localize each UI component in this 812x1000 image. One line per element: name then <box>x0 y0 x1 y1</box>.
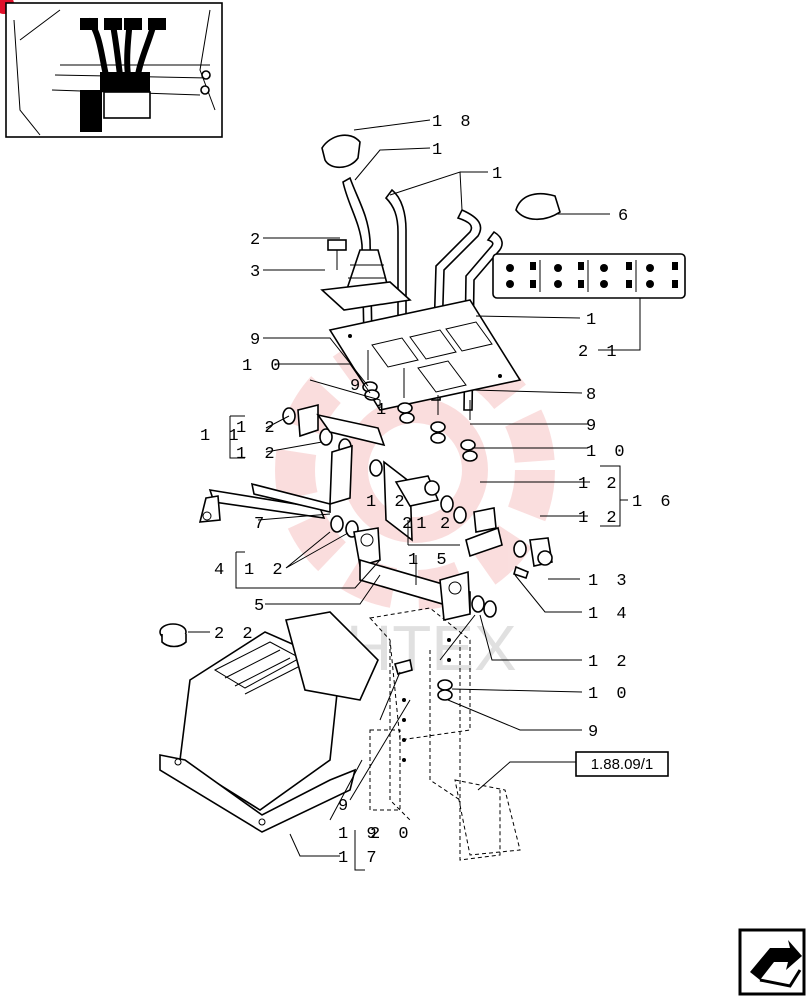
callout-label: 3 <box>250 263 264 282</box>
callout-label: 1 0 <box>586 443 629 462</box>
reference-box[interactable]: 1.88.09/1 <box>575 751 669 777</box>
callout-label: 2 <box>250 231 264 250</box>
boot-assembly <box>320 239 412 311</box>
callout-label: 1 8 <box>432 113 475 132</box>
callout-label: 1 2 <box>588 653 631 672</box>
bolt-19 <box>379 659 413 721</box>
callout-label: 1 6 <box>632 493 675 512</box>
callout-label: 1 <box>492 165 506 184</box>
lower-bracket <box>353 527 471 621</box>
callout-label: 9 <box>250 331 264 350</box>
lever-cover <box>159 611 379 833</box>
callout-label: 9 <box>350 377 364 396</box>
callout-label: 2 1 <box>578 343 621 362</box>
cap-22 <box>159 623 187 648</box>
callout-label: 9 <box>588 723 602 742</box>
callout-label: 1 1 <box>200 427 243 446</box>
callout-label: 1 2 <box>578 509 621 528</box>
washer-set <box>362 381 478 462</box>
callout-labels: 1 8 1 1 6 2 3 1 2 1 9 1 0 8 9 1 0 9 1 1 … <box>200 113 675 868</box>
callout-label: 9 <box>338 797 352 816</box>
callout-label: 2 <box>440 515 454 534</box>
callout-label: 1 5 <box>408 551 451 570</box>
callout-label: 1 3 <box>588 572 631 591</box>
callout-label: 4 <box>214 561 228 580</box>
callout-label: 6 <box>618 207 632 226</box>
callout-label: 1 2 <box>236 445 279 464</box>
callout-label: 1 <box>432 141 446 160</box>
callout-label: 21 <box>402 515 430 534</box>
next-page-arrow-icon[interactable] <box>738 928 806 996</box>
lever-knob-18 <box>321 134 361 169</box>
cab-thumbnail <box>5 2 223 138</box>
callout-label: 1 2 <box>578 475 621 494</box>
function-decal <box>492 253 686 299</box>
bolt-set <box>367 350 471 420</box>
callout-label: 1 7 <box>338 849 381 868</box>
callout-label: 1 4 <box>588 605 631 624</box>
crank-levers <box>198 403 553 580</box>
callout-label: 1 <box>586 311 600 330</box>
callout-label: 1 0 <box>242 357 285 376</box>
callout-label: 1 <box>376 401 390 420</box>
leader-lines <box>188 119 641 871</box>
callout-label: 2 0 <box>370 825 413 844</box>
callout-label: 8 <box>586 386 600 405</box>
callout-label: 1 2 <box>366 493 409 512</box>
callout-label: 1 9 <box>338 825 381 844</box>
callout-label: 9 <box>586 417 600 436</box>
support-column <box>369 607 521 861</box>
callout-label: 1 0 <box>588 685 631 704</box>
lever-knob-6 <box>515 192 561 221</box>
callout-label: 5 <box>254 597 268 616</box>
callout-label: 7 <box>254 515 268 534</box>
callout-label: 2 2 <box>214 625 257 644</box>
callout-label: 1 2 <box>244 561 287 580</box>
callout-label: 1 2 <box>236 419 279 438</box>
reference-box-text: 1.88.09/1 <box>591 756 654 773</box>
